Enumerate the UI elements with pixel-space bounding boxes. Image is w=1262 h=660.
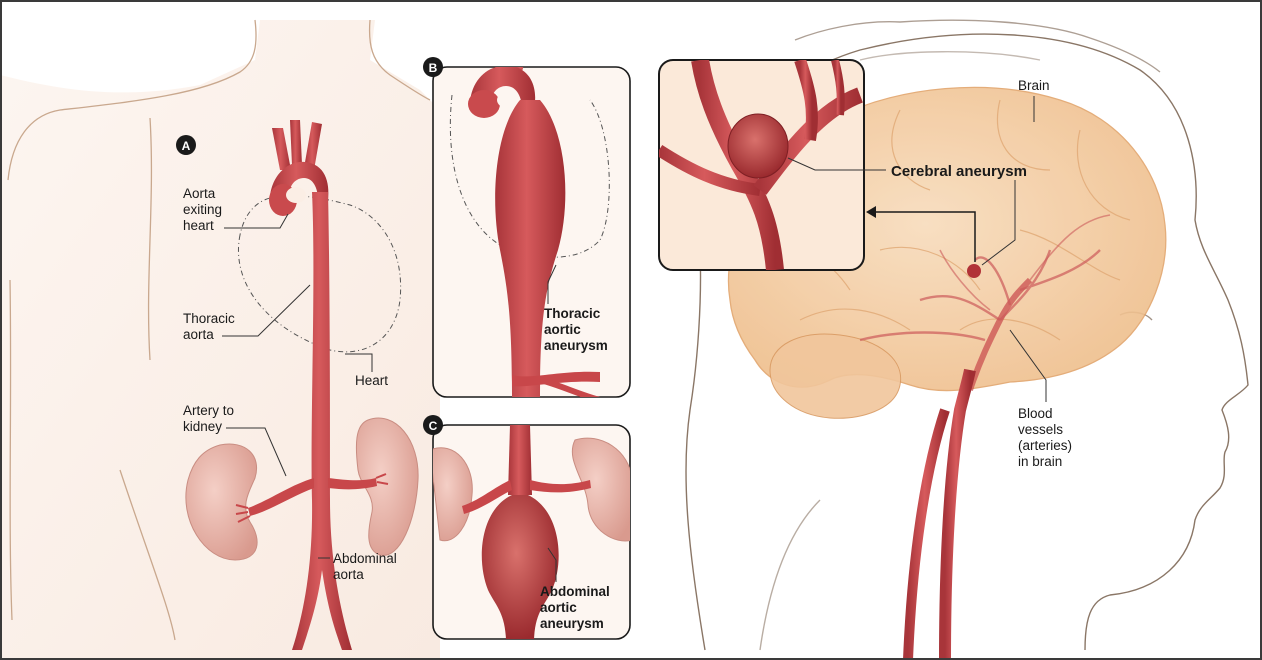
svg-text:aortic: aortic <box>540 600 577 615</box>
svg-text:aortic: aortic <box>544 322 581 337</box>
svg-text:Thoracic: Thoracic <box>544 306 601 321</box>
svg-text:Cerebral aneurysm: Cerebral aneurysm <box>891 163 1027 180</box>
svg-text:Aorta: Aorta <box>183 186 216 201</box>
badge-a: A <box>176 135 196 155</box>
svg-text:in brain: in brain <box>1018 454 1062 469</box>
svg-text:Thoracic: Thoracic <box>183 311 235 326</box>
svg-text:aneurysm: aneurysm <box>540 616 604 631</box>
svg-text:Artery to: Artery to <box>183 403 234 418</box>
svg-text:vessels: vessels <box>1018 422 1063 437</box>
brain-aneurysm-dot <box>967 264 981 278</box>
svg-text:Abdominal: Abdominal <box>333 551 397 566</box>
panel-c: C <box>423 415 632 640</box>
badge-b-letter: B <box>429 61 438 75</box>
svg-text:aorta: aorta <box>333 567 364 582</box>
svg-text:Heart: Heart <box>355 373 388 388</box>
svg-text:(arteries): (arteries) <box>1018 438 1072 453</box>
svg-text:Abdominal: Abdominal <box>540 584 610 599</box>
svg-text:heart: heart <box>183 218 214 233</box>
svg-text:kidney: kidney <box>183 419 222 434</box>
svg-text:Brain: Brain <box>1018 78 1050 93</box>
cerebral-aneurysm-sac <box>728 114 788 178</box>
badge-a-letter: A <box>182 139 191 153</box>
svg-text:aneurysm: aneurysm <box>544 338 608 353</box>
svg-text:Blood: Blood <box>1018 406 1053 421</box>
svg-text:exiting: exiting <box>183 202 222 217</box>
svg-text:aorta: aorta <box>183 327 214 342</box>
cerebral-inset <box>659 60 864 270</box>
badge-c-letter: C <box>429 419 438 433</box>
